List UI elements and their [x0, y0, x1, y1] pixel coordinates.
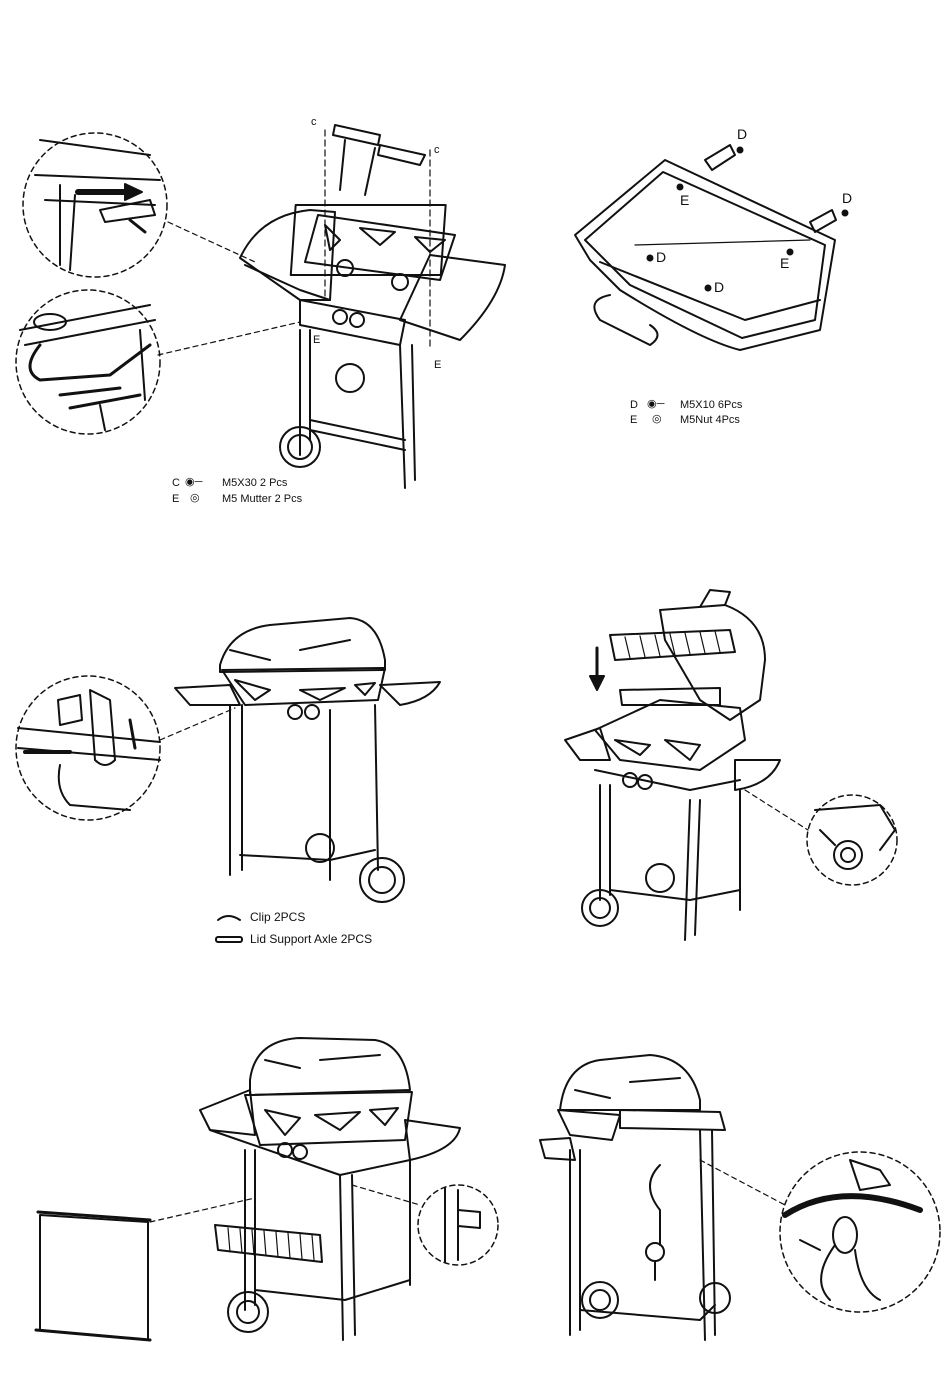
callout-e-right: E	[434, 359, 441, 371]
leader-line-5	[150, 1198, 255, 1222]
step1-part-desc-e: M5 Mutter 2 Pcs	[222, 493, 302, 505]
step1-part-code-e: E	[172, 493, 179, 505]
nut-icon: ◎	[190, 492, 200, 504]
bolt-icon: ◉─	[647, 398, 664, 410]
step2-tray-assembly: D D D D E E	[575, 126, 852, 350]
step5-basket-assembly	[36, 1038, 498, 1340]
step2-part-code-e: E	[630, 414, 637, 426]
callout-e1: E	[680, 192, 689, 208]
step1-burner-assembly: c c E E	[16, 116, 505, 488]
wire-basket	[215, 1225, 322, 1262]
step2-part-desc-d: M5X10 6Pcs	[680, 399, 742, 411]
callout-d1: D	[737, 126, 747, 142]
step4-grate-assembly	[565, 590, 897, 940]
grill-with-lid-step3	[175, 618, 440, 902]
callout-e-left: E	[313, 334, 320, 346]
detail-circle-hinge	[16, 676, 160, 820]
callout-d2: D	[842, 190, 852, 206]
tray-handle	[594, 295, 657, 345]
detail-knob-content	[815, 805, 895, 869]
clip-icon	[218, 916, 240, 920]
step1-part-desc-c: M5X30 2 Pcs	[222, 477, 287, 489]
callout-e2: E	[780, 255, 789, 271]
callout-c-left: c	[311, 116, 317, 128]
axle-icon	[216, 937, 242, 942]
grill-body-step4	[565, 700, 780, 940]
detail-bracket-content	[445, 1188, 480, 1262]
grill-cart-step1	[240, 125, 505, 488]
detail-circle-knob	[807, 795, 897, 885]
callout-c-right: c	[434, 144, 440, 156]
regulator	[646, 1243, 664, 1261]
step3-part-axle: Lid Support Axle 2PCS	[250, 933, 372, 945]
detail-gas-pipe-content	[20, 305, 155, 430]
leader-line-4	[745, 790, 808, 830]
step6-regulator-assembly	[540, 1055, 940, 1340]
step2-part-desc-e: M5Nut 4Pcs	[680, 414, 740, 426]
step1-part-code-c: C	[172, 477, 180, 489]
detail-valve-arrow-content	[35, 140, 160, 270]
rear-panel	[40, 1215, 148, 1340]
open-lid	[660, 605, 765, 720]
part-icons-step3	[216, 916, 242, 942]
nut-icon: ◎	[652, 413, 662, 425]
grill-with-basket	[200, 1038, 460, 1340]
callout-d3: D	[656, 249, 666, 265]
detail-hose-content	[785, 1160, 920, 1300]
detail-circle-hose	[780, 1152, 940, 1312]
gas-hose	[650, 1165, 660, 1245]
callout-d4: D	[714, 279, 724, 295]
detail-hinge-content	[18, 690, 160, 810]
detail-circle-gas-pipe	[16, 290, 160, 434]
lid-dome	[220, 618, 385, 672]
step2-part-code-d: D	[630, 399, 638, 411]
step3-lid-assembly	[16, 618, 440, 942]
grill-side-view	[540, 1055, 730, 1340]
leader-line-3	[160, 708, 235, 740]
leader-line-2	[158, 322, 300, 355]
step3-part-clip: Clip 2PCS	[250, 911, 305, 923]
screw-icon: ◉─	[185, 476, 202, 488]
